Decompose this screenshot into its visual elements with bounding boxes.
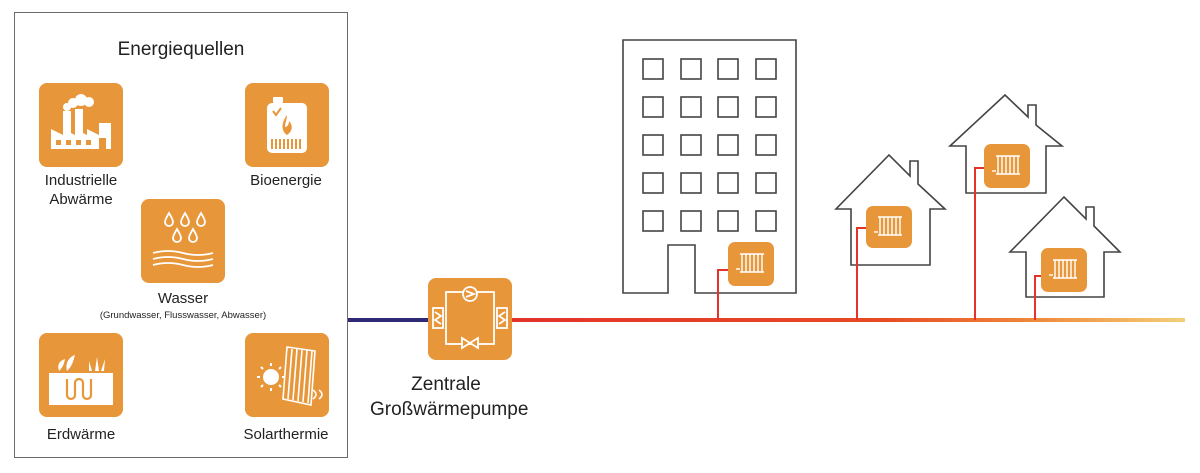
water-drops-icon xyxy=(141,199,225,283)
radiator-house-1 xyxy=(866,206,912,248)
geothermal-icon xyxy=(39,333,123,417)
panel-title: Energiequellen xyxy=(117,39,245,60)
radiator-house-3 xyxy=(1041,248,1087,292)
energy-sources-panel: Energiequellen Industrielle Abwärme xyxy=(14,12,348,458)
solar-collector-icon xyxy=(245,333,329,417)
geo-label: Erdwärme xyxy=(46,426,116,443)
house-1 xyxy=(834,153,948,266)
feed-line-house-3 xyxy=(1034,275,1043,320)
feed-line-apartment xyxy=(717,269,730,320)
radiator-house-2 xyxy=(984,144,1030,188)
heat-pump-label: Zentrale Großwärmepumpe xyxy=(370,374,529,420)
biomass-boiler-icon xyxy=(245,83,329,167)
water-label: Wasser xyxy=(157,290,209,307)
water-sublabel: (Grundwasser, Flusswasser, Abwasser) xyxy=(99,310,267,321)
factory-icon xyxy=(39,83,123,167)
heat-pump-icon xyxy=(428,278,512,360)
house-2 xyxy=(947,93,1065,194)
feed-line-house-2 xyxy=(974,167,986,320)
solar-label: Solarthermie xyxy=(243,426,329,443)
bio-label: Bioenergie xyxy=(250,172,322,189)
radiator-apartment xyxy=(728,242,774,286)
industrial-label: Industrielle Abwärme xyxy=(44,172,118,208)
feed-line-house-1 xyxy=(856,227,868,320)
apartment-building xyxy=(622,39,797,294)
house-3 xyxy=(1008,195,1122,298)
